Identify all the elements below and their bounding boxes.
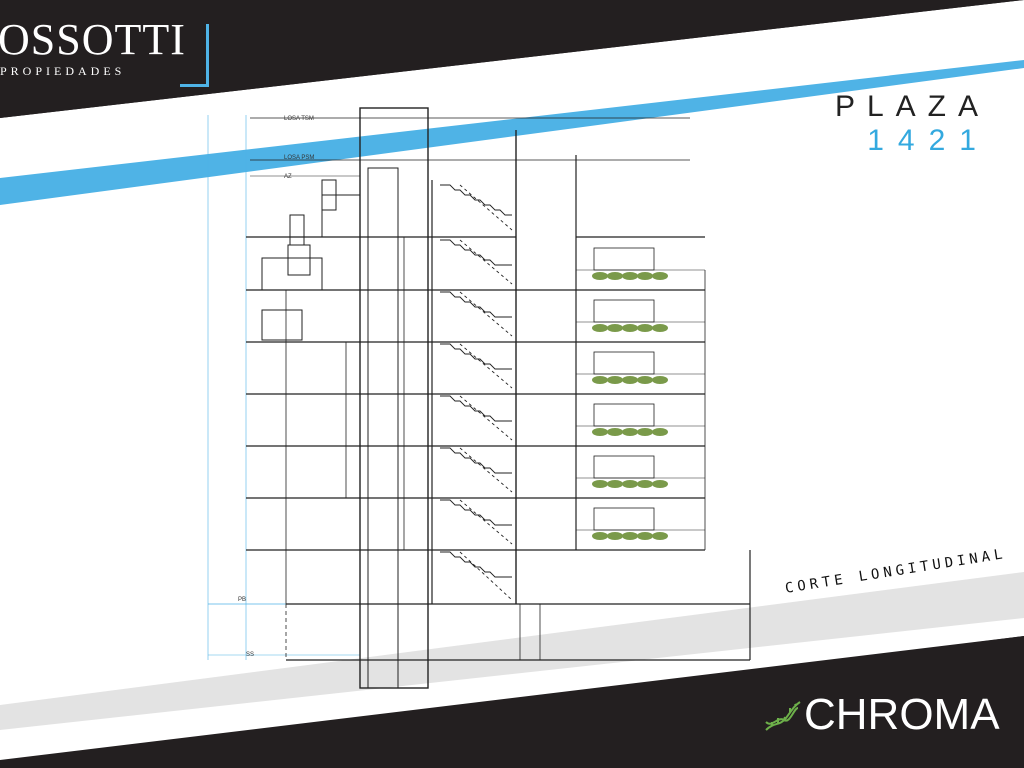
level-label-ss: SS [246,652,254,658]
bottom-dark-band-main [0,636,1024,768]
gray-stripe [0,572,1024,730]
brand-name: OSSOTTI [0,15,186,64]
level-label-az: AZ [284,174,292,180]
brand-logo: OSSOTTI PROPIEDADES [0,14,215,87]
brand-subtitle: PROPIEDADES [0,64,126,78]
top-dark-band-fill [0,0,1024,118]
balcony-plants [592,272,668,540]
chroma-logo-text: CHROMA [804,690,1000,739]
floor-slabs [246,236,751,661]
stairs [440,184,513,601]
balcony-windows [593,247,655,531]
blue-stripe [0,60,1024,205]
level-label-losa-psm: LOSA PSM [284,155,314,161]
level-label-losa-tsm: LOSA TSM [284,116,314,122]
project-name-line1: PLAZA [834,90,990,123]
level-label-pb: PB [238,597,246,603]
project-name-line2: 1421 [867,124,990,157]
project-name: PLAZA 1421 [835,90,990,158]
brand-bracket-icon [180,24,209,87]
dna-helix-icon [765,701,801,731]
